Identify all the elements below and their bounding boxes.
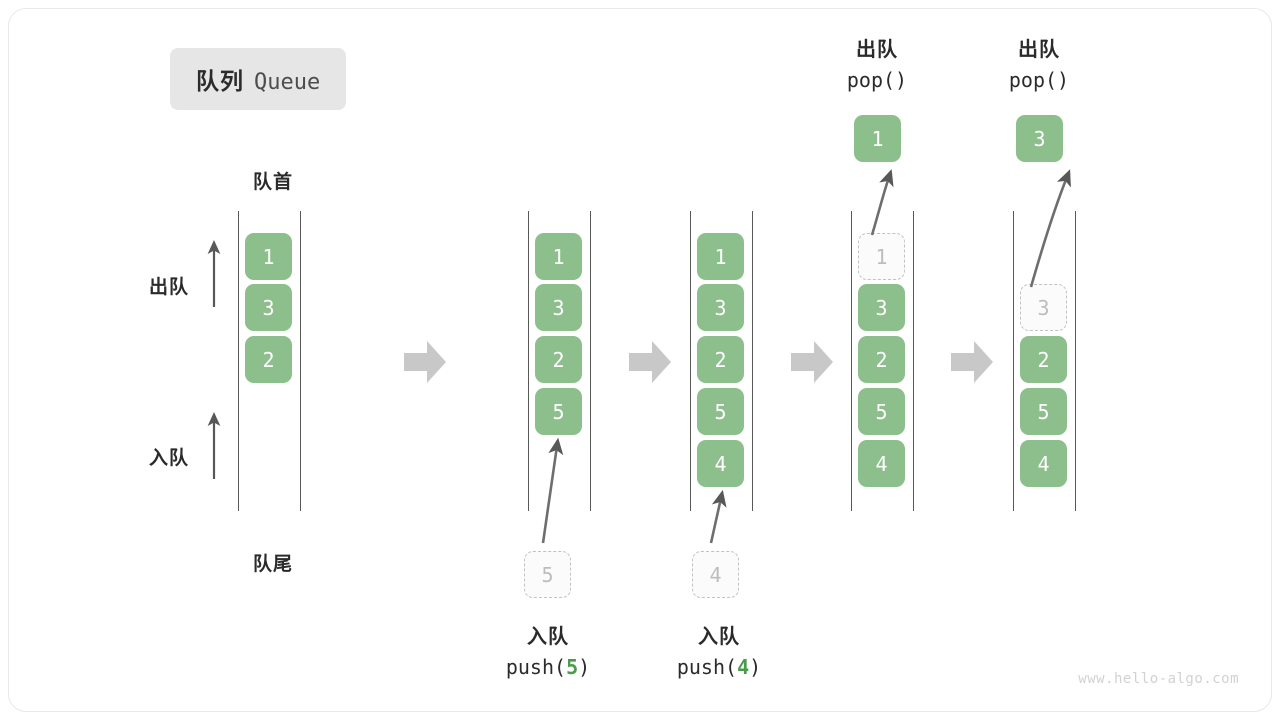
rail-right-col4 [913,211,914,511]
push-4-caption-cn: 入队 [698,624,740,648]
queue-cell: 5 [535,388,582,435]
pop-1-caption-cn: 出队 [856,37,898,61]
queue-cell: 2 [697,336,744,383]
rail-right-col2 [590,211,591,511]
push-5-arrow [541,437,564,544]
pop-1-caption: 出队 pop() [802,34,952,96]
step-arrow-2 [629,341,671,383]
step-arrow-1 [404,341,446,383]
push-5-code-suffix: ) [578,655,591,679]
rail-left-col2 [528,211,529,511]
queue-head-label: 队首 [252,171,293,193]
step-arrow-4 [951,341,993,383]
pop-1-caption-code: pop() [846,68,908,92]
queue-cell: 5 [697,388,744,435]
rail-left-col3 [690,211,691,511]
popped-cell: 3 [1016,115,1063,162]
diagram-title-badge: 队列 Queue [170,48,347,110]
push-4-code-prefix: push( [676,655,738,679]
queue-cell: 3 [245,284,292,331]
push-5-code-prefix: push( [505,655,567,679]
queue-cell-ghost: 3 [1020,284,1067,331]
push-4-code-num: 4 [737,655,750,679]
rail-right-col5 [1075,211,1076,511]
queue-cell: 2 [245,336,292,383]
diagram-canvas: 队列 Queue 队首 队尾 出队 入队 1 3 2 1 3 2 5 5 入队 … [8,8,1272,712]
queue-cell: 5 [858,388,905,435]
dequeue-direction-label: 出队 [149,276,190,298]
rail-right-col3 [752,211,753,511]
queue-cell: 4 [858,440,905,487]
queue-tail-label: 队尾 [252,553,293,575]
queue-cell: 2 [1020,336,1067,383]
rail-left-col4 [851,211,852,511]
push-5-caption-code: push(5) [458,652,638,683]
rail-left-col1 [238,211,239,511]
pop-3-caption: 出队 pop() [964,34,1114,96]
arrow-overlay [207,169,1071,544]
push-5-caption-cn: 入队 [527,624,569,648]
enqueue-direction-label: 入队 [149,447,190,469]
incoming-ghost-cell: 4 [692,551,739,598]
queue-cell: 2 [535,336,582,383]
queue-cell: 1 [697,233,744,280]
pop-3-caption-cn: 出队 [1018,37,1060,61]
queue-cell: 4 [697,440,744,487]
queue-cell: 3 [697,284,744,331]
queue-cell: 4 [1020,440,1067,487]
rail-right-col1 [300,211,301,511]
push-4-arrow [709,489,727,544]
queue-cell: 3 [858,284,905,331]
pop-3-arrow [1029,169,1071,288]
queue-cell: 5 [1020,388,1067,435]
queue-cell: 1 [535,233,582,280]
push-4-caption-code: push(4) [629,652,809,683]
popped-cell: 1 [854,115,901,162]
queue-cell-ghost: 1 [858,233,905,280]
push-4-code-suffix: ) [749,655,762,679]
incoming-ghost-cell: 5 [524,551,571,598]
pop-1-arrow [870,169,894,236]
push-5-code-num: 5 [566,655,579,679]
queue-cell: 1 [245,233,292,280]
push-5-caption: 入队 push(5) [458,621,638,683]
queue-cell: 3 [535,284,582,331]
title-cn: 队列 [196,69,244,95]
push-4-caption: 入队 push(4) [629,621,809,683]
queue-cell: 2 [858,336,905,383]
pop-3-caption-code: pop() [1008,68,1070,92]
watermark: www.hello-algo.com [1078,671,1239,687]
step-arrow-3 [791,341,833,383]
title-en: Queue [254,70,321,95]
rail-left-col5 [1013,211,1014,511]
